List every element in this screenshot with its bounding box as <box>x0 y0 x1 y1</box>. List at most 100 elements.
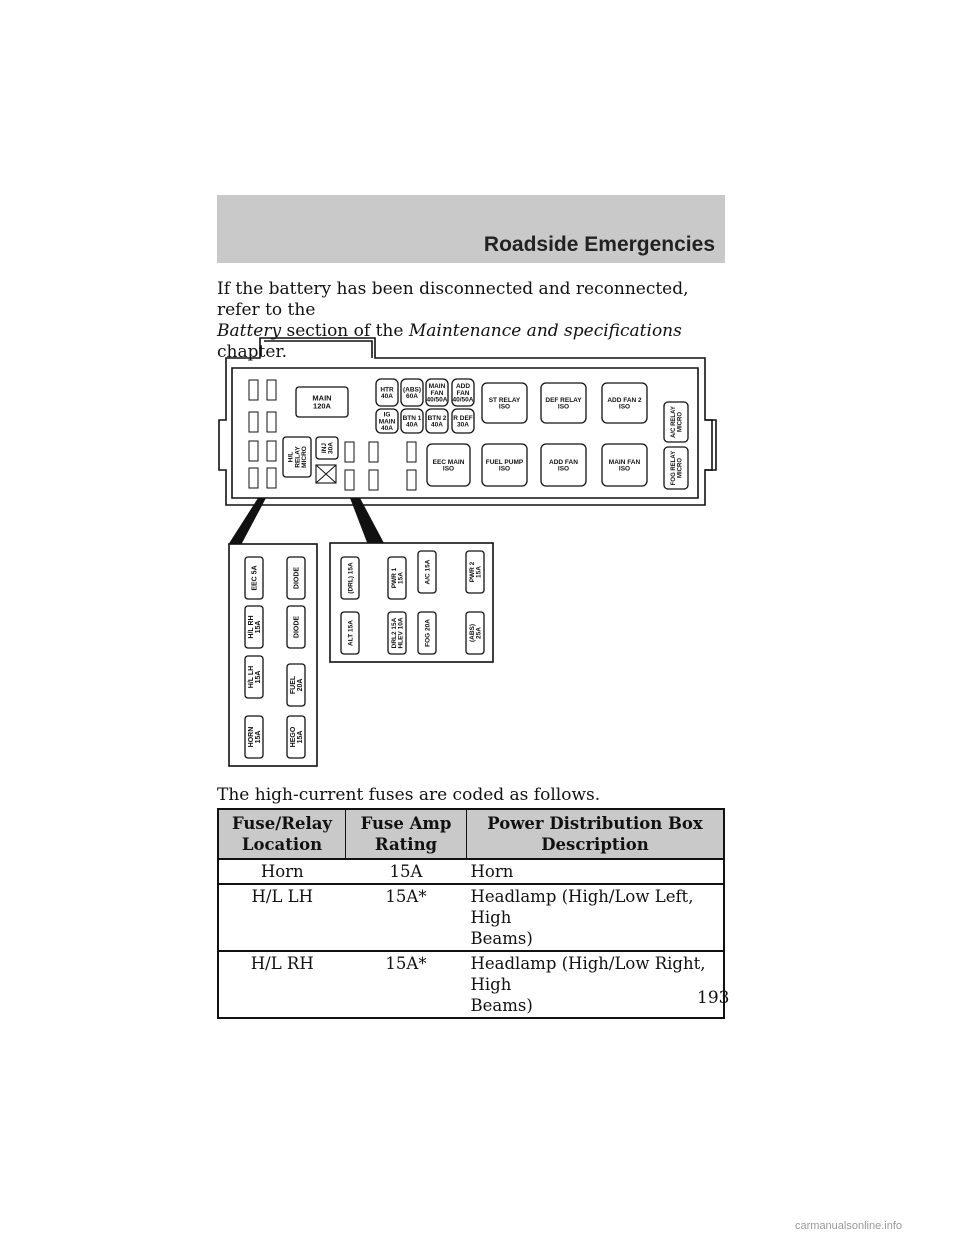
battery-ref: Battery <box>217 321 282 341</box>
svg-text:120A: 120A <box>313 402 332 411</box>
top-fuse <box>400 378 424 407</box>
detail-fuse <box>244 605 264 649</box>
svg-text:ALT 15A: ALT 15A <box>347 620 354 646</box>
svg-text:DEF RELAY: DEF RELAY <box>545 397 582 404</box>
top-fuse-label: (ABS)60A <box>403 386 421 400</box>
mini-fuse <box>266 411 277 433</box>
mini-fuse <box>266 379 277 401</box>
svg-text:(ABS): (ABS) <box>469 624 476 642</box>
cell-rating: 15A <box>345 859 467 885</box>
detail-fuse <box>340 611 360 655</box>
detail-fuse <box>417 550 437 594</box>
svg-text:ISO: ISO <box>619 466 630 473</box>
svg-text:HTR: HTR <box>380 386 394 393</box>
relay <box>601 443 648 487</box>
svg-text:ISO: ISO <box>443 466 454 473</box>
svg-text:ADD: ADD <box>456 383 470 390</box>
svg-text:DIODE: DIODE <box>293 616 300 639</box>
svg-text:MICRO: MICRO <box>677 458 683 478</box>
detail-fuse <box>286 556 306 600</box>
svg-text:15A: 15A <box>476 566 483 578</box>
svg-text:BTN 2: BTN 2 <box>428 415 447 422</box>
svg-text:25A: 25A <box>476 627 483 639</box>
svg-text:FAN: FAN <box>457 390 470 397</box>
detail-fuse-label: (ABS)25A <box>469 624 483 642</box>
relay <box>481 382 528 424</box>
svg-text:IG: IG <box>384 411 391 418</box>
svg-text:20A: 20A <box>297 679 304 692</box>
cell-rating: 15A* <box>345 884 467 952</box>
svg-text:15A: 15A <box>255 621 262 634</box>
inj-fuse <box>315 436 339 460</box>
detail-fuse <box>286 663 306 707</box>
svg-text:(DRL) 15A: (DRL) 15A <box>347 562 354 594</box>
svg-text:15A: 15A <box>255 671 262 684</box>
svg-text:ISO: ISO <box>499 404 510 411</box>
top-fuse <box>375 378 399 407</box>
mini-fuse <box>368 469 379 491</box>
detail-fuse-label: DIODE <box>293 616 300 639</box>
svg-text:HORN: HORN <box>248 727 255 748</box>
detail-fuse-label: FOG 20A <box>424 619 431 647</box>
mini-fuse <box>368 441 379 463</box>
watermark: carmanualsonline.info <box>795 1220 903 1232</box>
svg-text:MAIN: MAIN <box>312 394 331 403</box>
cell-description: Horn <box>466 859 724 885</box>
svg-text:MICRO: MICRO <box>677 412 683 432</box>
svg-text:30A: 30A <box>457 422 469 429</box>
svg-text:FOG 20A: FOG 20A <box>424 619 431 647</box>
detail-fuse <box>244 556 264 600</box>
detail-fuse-label: EEC 5A <box>251 565 258 590</box>
relay <box>540 443 587 487</box>
table-row: Horn 15A Horn <box>218 859 724 885</box>
detail-fuse <box>244 715 264 759</box>
mid-fuse <box>375 408 399 434</box>
svg-text:40A: 40A <box>381 393 393 400</box>
svg-text:15A: 15A <box>398 572 405 584</box>
top-fuse <box>425 378 449 407</box>
top-fuse <box>451 378 475 407</box>
intro-text-1: If the battery has been disconnected and… <box>217 279 689 320</box>
relay <box>540 382 587 424</box>
svg-text:EEC MAIN: EEC MAIN <box>433 459 465 466</box>
chapter-ref: Maintenance and specifications <box>408 321 682 341</box>
mini-fuse <box>266 440 277 462</box>
svg-text:40A: 40A <box>406 422 418 429</box>
svg-text:A/C RELAY: A/C RELAY <box>671 406 677 438</box>
intro-text-2: section of the <box>286 321 404 341</box>
main-fuse <box>295 386 349 418</box>
mini-fuse <box>248 379 259 401</box>
svg-text:MAIN: MAIN <box>429 383 446 390</box>
mid-fuse <box>425 408 449 434</box>
detail-fuse <box>465 550 485 594</box>
svg-text:MAIN FAN: MAIN FAN <box>609 459 641 466</box>
svg-text:40A: 40A <box>431 422 443 429</box>
svg-text:DRL2 15A: DRL2 15A <box>391 617 398 648</box>
svg-text:H/L LH: H/L LH <box>248 666 255 688</box>
svg-text:INJ: INJ <box>321 443 328 454</box>
svg-text:RELAY: RELAY <box>294 446 301 468</box>
svg-text:DIODE: DIODE <box>293 567 300 590</box>
svg-text:15A: 15A <box>255 731 262 744</box>
svg-text:ADD FAN 2: ADD FAN 2 <box>607 397 642 404</box>
cell-location: H/L RH <box>218 951 346 1019</box>
svg-text:FUEL: FUEL <box>290 675 297 694</box>
